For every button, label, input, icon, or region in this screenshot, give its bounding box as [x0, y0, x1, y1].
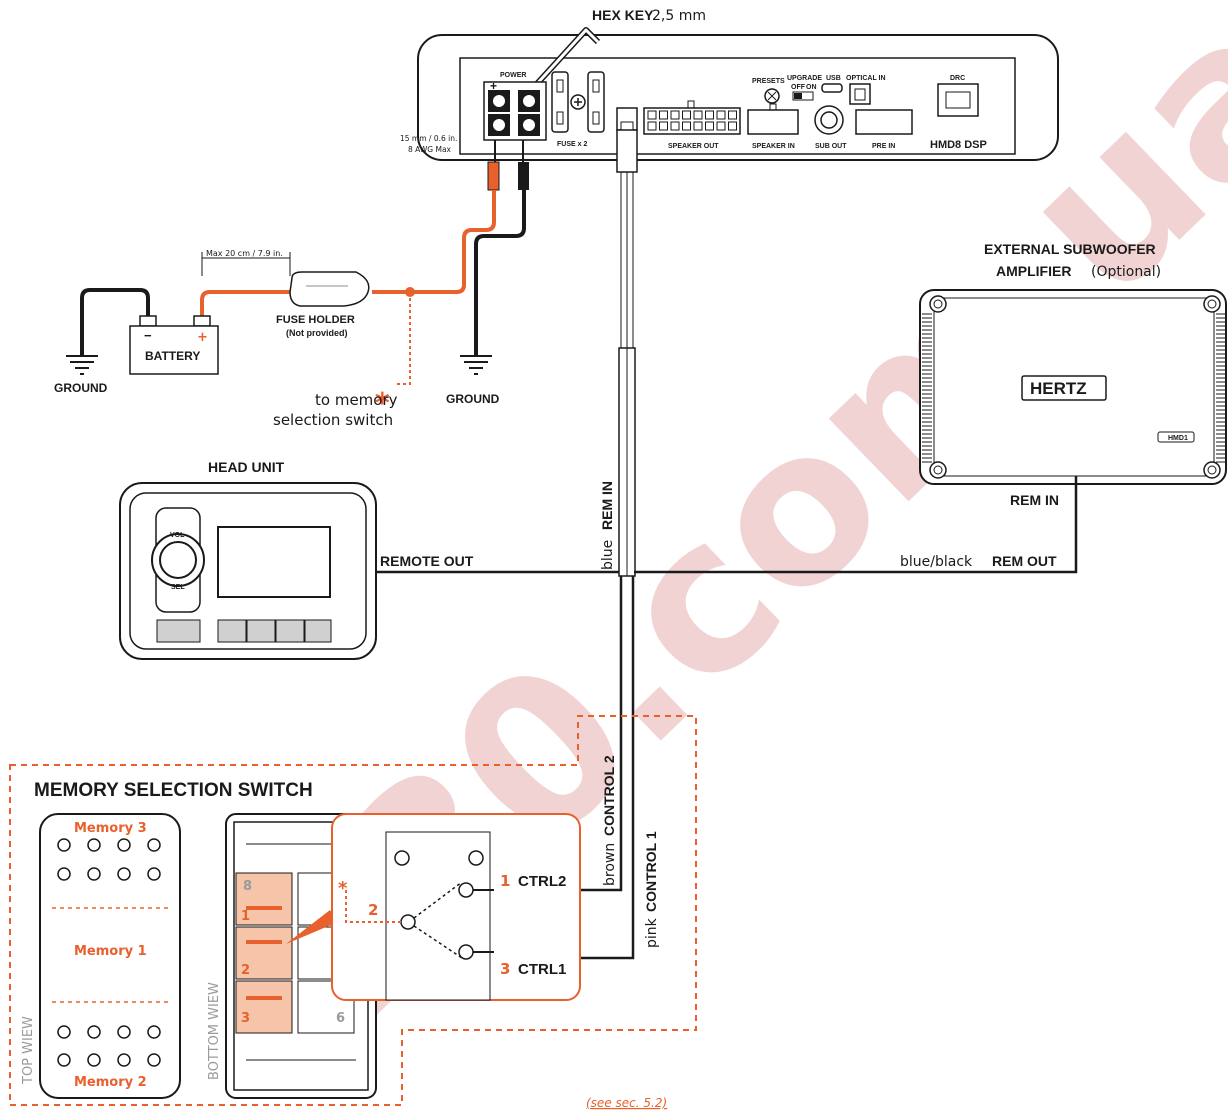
sub-out-label: SUB OUT	[815, 143, 847, 150]
detail-asterisk: *	[338, 878, 348, 899]
amp-title-3: (Optional)	[1091, 264, 1161, 280]
remote-out-label: REMOTE OUT	[380, 553, 474, 569]
control2-prefix: brown	[602, 843, 618, 886]
memory-switch-frame	[9, 715, 697, 1106]
max-length-label: Max 20 cm / 7.9 in.	[206, 249, 283, 258]
memory-3-label: Memory 3	[74, 821, 147, 836]
amp-title-2: AMPLIFIER	[996, 263, 1071, 279]
power-wiring	[80, 140, 529, 385]
sel-label: SEL	[171, 584, 185, 591]
off-label: OFF	[791, 84, 806, 91]
battery-minus: −	[144, 328, 152, 343]
power-label: POWER	[500, 72, 526, 79]
hex-key-label: HEX KEY	[592, 7, 654, 23]
rem-in-wire-label: REM IN	[599, 481, 615, 530]
usb-label: USB	[826, 75, 841, 82]
rem-out-prefix: blue/black	[900, 554, 973, 570]
ctrl2-label: CTRL2	[518, 873, 566, 890]
upgrade-label: UPGRADE	[787, 75, 822, 82]
speaker-out-label: SPEAKER OUT	[668, 143, 719, 150]
head-unit	[119, 482, 377, 660]
amp-rem-in-label: REM IN	[1010, 492, 1059, 508]
amp-model: HMD1	[1168, 435, 1188, 442]
memory-1-label: Memory 1	[74, 944, 147, 959]
pin-6-label: 6	[336, 1011, 345, 1026]
cable-spec-1: 15 mm / 0.6 in.	[400, 134, 457, 143]
battery	[129, 315, 219, 375]
ground-right-label: GROUND	[446, 392, 500, 406]
memory-switch-title: MEMORY SELECTION SWITCH	[34, 780, 313, 801]
optical-in-label: OPTICAL IN	[846, 75, 886, 82]
ctrl1-number: 3	[500, 960, 510, 978]
amp-brand: HERTZ	[1030, 379, 1087, 398]
pin-2-label: 2	[241, 963, 250, 978]
dsp-unit	[417, 27, 1059, 161]
amp-title-1: EXTERNAL SUBWOOFER	[984, 241, 1156, 257]
switch-detail	[331, 813, 581, 1001]
fuse-label: FUSE x 2	[557, 141, 587, 148]
head-unit-title: HEAD UNIT	[208, 459, 285, 475]
memory-asterisk: *	[375, 386, 390, 419]
memory-ref-2: selection switch	[273, 411, 393, 429]
ground-left-symbol	[66, 355, 98, 375]
pre-in-label: PRE IN	[872, 143, 895, 150]
bottom-view-label: BOTTOM WIEW	[207, 982, 222, 1080]
memory-2-label: Memory 2	[74, 1075, 147, 1090]
control1-label: CONTROL 1	[643, 831, 659, 912]
rem-out-wire	[634, 484, 1078, 574]
pin-3-label: 3	[241, 1011, 250, 1026]
ctrl2-number: 1	[500, 872, 510, 890]
on-label: ON	[806, 84, 817, 91]
ground-left-label: GROUND	[54, 381, 108, 395]
hex-key-size: 2,5 mm	[652, 8, 706, 24]
control1-prefix: pink	[644, 917, 660, 948]
switch-top-view	[39, 813, 181, 1099]
control2-label: CONTROL 2	[601, 755, 617, 836]
detail-pin-2: 2	[368, 901, 378, 919]
top-view-label: TOP WIEW	[21, 1016, 36, 1085]
amplifier	[919, 289, 1227, 485]
fuse-holder-note: (Not provided)	[286, 328, 348, 338]
rem-out-label: REM OUT	[992, 553, 1057, 569]
dsp-model: HMD8 DSP	[930, 139, 987, 151]
drc-label: DRC	[950, 75, 965, 82]
memory-ref-1: to memory	[315, 391, 398, 409]
rem-in-wire-prefix: blue	[600, 540, 616, 570]
power-plus: +	[490, 79, 497, 93]
ctrl1-label: CTRL1	[518, 961, 566, 978]
fuse-holder-label: FUSE HOLDER	[276, 314, 355, 326]
pin-8-label: 8	[243, 879, 252, 894]
battery-plus: +	[197, 330, 208, 345]
speaker-in-label: SPEAKER IN	[752, 143, 795, 150]
presets-label: PRESETS	[752, 78, 785, 85]
rem-cable	[616, 129, 638, 577]
cable-spec-2: 8 AWG Max	[408, 145, 452, 154]
ground-right-symbol	[460, 355, 492, 375]
battery-label: BATTERY	[145, 349, 200, 363]
see-section-link[interactable]: (see sec. 5.2)	[586, 1096, 667, 1110]
pin-1-label: 1	[241, 909, 250, 924]
vol-label: VOL	[170, 532, 185, 539]
